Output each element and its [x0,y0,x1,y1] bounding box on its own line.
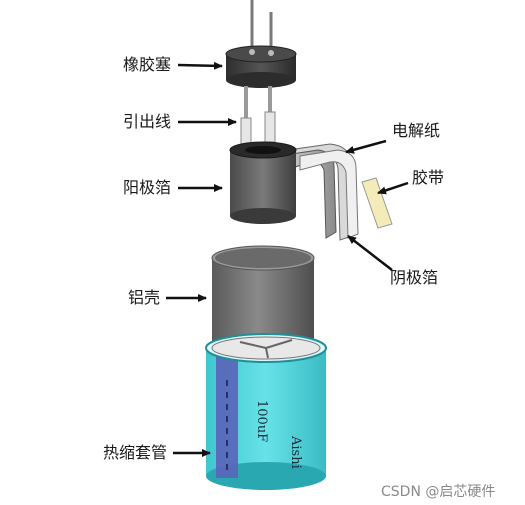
sleeve-brand-text: Aishi [288,435,303,469]
label-cathode-foil-text: 阴极箔 [390,268,438,287]
label-electrolytic-paper-text: 电解纸 [392,121,440,140]
label-cathode-foil: 阴极箔 [347,235,438,287]
label-rubber-plug-text: 橡胶塞 [123,55,171,74]
label-lead-wire-text: 引出线 [123,112,171,131]
arrow-rubber-plug [177,61,223,70]
lead-wires [240,86,276,145]
label-heat-shrink-sleeve: 热缩套管 [103,443,211,462]
foil-roll [229,141,297,224]
sleeve-capacitance-text: 100uF [254,400,269,442]
aluminum-can [211,245,315,346]
label-tape-text: 胶带 [412,168,444,187]
label-aluminum-case-text: 铝壳 [128,288,160,307]
label-lead-wire: 引出线 [123,112,237,131]
heat-shrink-sleeve [205,333,327,490]
label-anode-foil: 阳极箔 [123,178,223,197]
lead-wires-top [250,0,273,50]
sleeve-polarity-band [216,348,238,478]
label-heat-shrink-sleeve-text: 热缩套管 [103,443,167,462]
arrow-tape [377,181,409,195]
arrow-electrolytic-paper [345,139,387,154]
rubber-plug [225,45,297,88]
label-tape: 胶带 [377,168,444,195]
label-aluminum-case: 铝壳 [128,288,207,307]
arrow-cathode-foil [347,235,393,271]
watermark: CSDN @启芯硬件 [381,484,495,500]
tape-strip [361,177,393,229]
foil-layers [287,143,359,241]
label-electrolytic-paper: 电解纸 [345,121,440,154]
label-anode-foil-text: 阳极箔 [123,178,171,197]
label-rubber-plug: 橡胶塞 [123,55,223,74]
